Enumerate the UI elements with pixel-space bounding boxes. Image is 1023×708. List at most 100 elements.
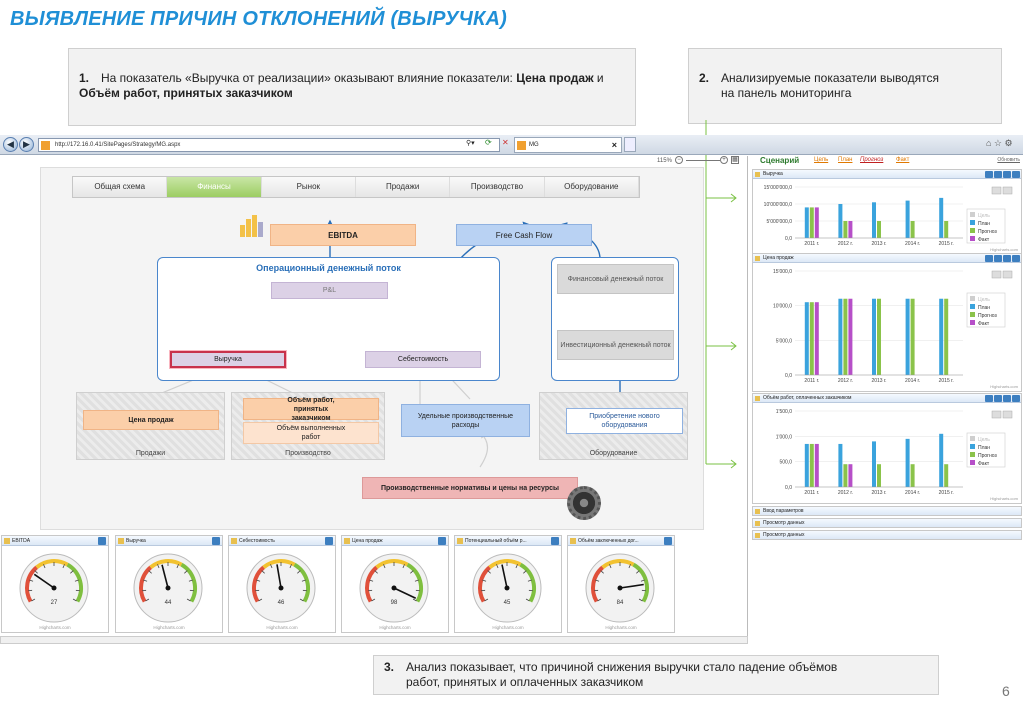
minimize-icon[interactable] [1012,255,1020,262]
refresh-icon[interactable] [438,537,446,545]
bar [944,298,949,375]
y-tick-label: 15'000,0 [773,269,792,275]
expand-icon[interactable] [1003,255,1011,262]
download-icon [1002,186,1013,195]
refresh-icon[interactable] [325,537,333,545]
edit-icon[interactable] [985,395,993,402]
done-volume-node[interactable]: Объём выполненных работ [243,422,379,444]
bar [804,302,809,375]
bar-chart-icon [238,213,266,239]
x-tick-label: 2013 г. [871,241,886,247]
bar [809,207,814,238]
horizontal-scrollbar[interactable] [0,636,748,644]
x-tick-label: 2011 г. [804,490,819,496]
refresh-icon[interactable] [551,537,559,545]
zoom-level: 115% [657,158,672,164]
new-tab-button[interactable] [624,137,636,152]
link-forecast[interactable]: Прогноз [860,157,884,163]
gauge-title: Потенциальный объём р... [455,536,561,546]
tab-market[interactable]: Рынок [262,177,356,197]
pl-node[interactable]: P&L [271,282,388,299]
edit-icon[interactable] [985,171,993,178]
chart-credit: Highcharts.com [990,247,1018,252]
zoom-slider[interactable] [686,160,720,161]
gauge-title: Цена продаж [342,536,448,546]
tab-overview[interactable]: Общая схема [73,177,168,197]
refresh-icon[interactable] [994,171,1002,178]
bar [843,221,848,238]
bar-chart: 15'000'000,010'000'000,05'000'000,00,020… [764,185,1019,252]
browser-tab[interactable]: MG× [514,137,622,153]
address-bar[interactable]: http://172.16.0.41/SitePages/Strategy/MG… [38,138,500,152]
close-tab-icon[interactable]: × [611,140,617,150]
stop-icon[interactable]: ✕ [502,138,509,147]
gauge-tick [523,570,527,574]
bar [838,443,843,487]
refresh-icon[interactable] [98,537,106,545]
gauge-dial: 44 [133,553,203,623]
refresh-icon[interactable] [994,395,1002,402]
edit-icon[interactable] [985,255,993,262]
gauge-tick [487,570,491,574]
refresh-icon[interactable] [994,255,1002,262]
gauge-tick [297,570,301,574]
data-view-panel[interactable]: Просмотр данных [752,518,1022,528]
chart-title: Объём работ, оплаченных заказчиком [753,394,1021,403]
gauge-band [519,562,536,603]
expand-icon[interactable] [1003,171,1011,178]
gauge-tick [62,564,65,569]
bar [814,302,819,375]
fcf-node[interactable]: Free Cash Flow [456,224,592,246]
refresh-link[interactable]: Обновить [997,157,1020,163]
refresh-icon[interactable] [664,537,672,545]
accepted-volume-node[interactable]: Объём работ, принятых заказчиком [243,397,379,422]
fin-cf-node[interactable]: Финансовый денежный поток [557,264,674,294]
back-icon[interactable]: ◀ [3,137,18,152]
link-fact[interactable]: Факт [896,157,910,163]
legend-label: Факт [978,321,990,327]
gauge-tick [256,579,261,582]
norms-node[interactable]: Производственные нормативы и цены на рес… [362,477,578,499]
zoom-in-icon[interactable]: + [720,156,728,164]
ebitda-node[interactable]: EBITDA [270,224,416,246]
search-icon[interactable]: ⚲▾ [466,140,475,147]
equipment-buy-node[interactable]: Приобретение нового оборудования [566,408,683,434]
legend-swatch [970,312,975,317]
zoom-out-icon[interactable]: − [675,156,683,164]
inv-cf-node[interactable]: Инвестиционный денежный поток [557,330,674,360]
tab-production[interactable]: Производство [450,177,545,197]
gauge-hub [51,585,57,591]
link-goal[interactable]: Цель [814,157,829,163]
gauge-dial: 27 [19,553,89,623]
callout-text: Анализируемые показатели выводятся [721,71,939,85]
download-icon [1002,410,1013,419]
zoom-control[interactable]: 115% − + ▦ [600,156,745,168]
bar [804,207,809,238]
refresh-icon[interactable]: ⟳ [485,138,492,147]
link-plan[interactable]: План [838,157,853,163]
home-icon[interactable]: ⌂ ☆ ⚙ [986,138,1013,148]
forward-icon[interactable]: ▶ [19,137,34,152]
tab-equipment[interactable]: Оборудование [545,177,639,197]
cost-node[interactable]: Себестоимость [365,351,481,368]
chart-panel: Объём работ, оплаченных заказчиком 1'500… [752,393,1022,504]
gauge-tick [261,570,265,574]
minimize-icon[interactable] [1012,395,1020,402]
gauge-title: Выручка [116,536,222,546]
diagram-tabs: Общая схема Финансы Рынок Продажи Произв… [72,176,640,198]
expand-icon[interactable] [1003,395,1011,402]
bar [939,433,944,487]
refresh-icon[interactable] [212,537,220,545]
revenue-node[interactable]: Выручка [169,350,287,369]
tab-sales[interactable]: Продажи [356,177,451,197]
fit-icon[interactable]: ▦ [731,156,739,164]
params-panel[interactable]: Ввод параметров [752,506,1022,516]
unit-cost-node[interactable]: Удельные производственные расходы [401,404,530,437]
x-tick-label: 2012 г. [838,378,853,384]
tab-finance[interactable]: Финансы [167,177,262,197]
price-node[interactable]: Цена продаж [83,410,219,430]
minimize-icon[interactable] [1012,171,1020,178]
data-view-panel[interactable]: Просмотр данных [752,530,1022,540]
chart-title: Выручка [753,170,1021,179]
